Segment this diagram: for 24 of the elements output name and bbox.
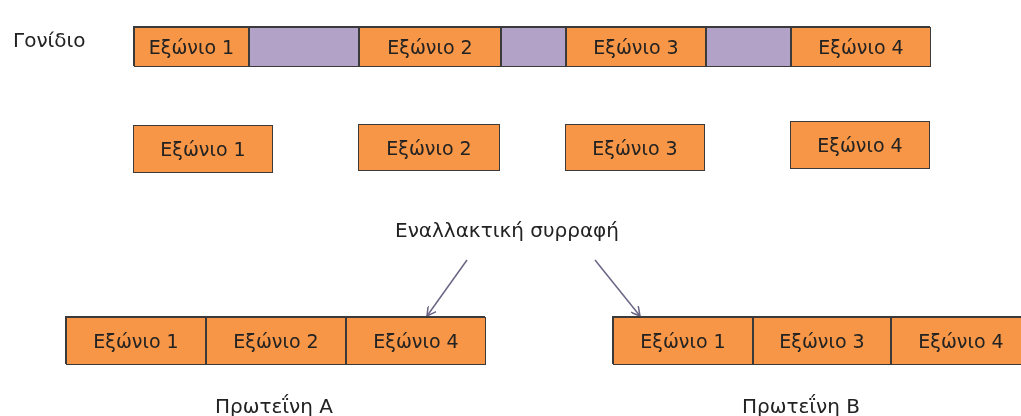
exon-box: Εξώνιο 1 xyxy=(133,125,273,173)
exon-box: Εξώνιο 4 xyxy=(791,27,931,67)
exon-box: Εξώνιο 2 xyxy=(359,27,501,67)
intron-box xyxy=(706,27,791,67)
protein-bar xyxy=(612,316,1021,364)
exon-box: Εξώνιο 2 xyxy=(358,124,500,171)
gene-label: Γονίδιο xyxy=(13,28,86,52)
exon-box: Εξώνιο 2 xyxy=(206,317,346,365)
exon-box: Εξώνιο 4 xyxy=(891,317,1021,365)
exon-box: Εξώνιο 3 xyxy=(753,317,891,365)
intron-box xyxy=(249,27,359,67)
exon-box: Εξώνιο 1 xyxy=(134,27,249,67)
protein-bar xyxy=(65,316,485,364)
exon-box: Εξώνιο 1 xyxy=(66,317,206,365)
gene-bar xyxy=(133,26,930,66)
exon-box: Εξώνιο 1 xyxy=(613,317,753,365)
exon-box: Εξώνιο 4 xyxy=(346,317,486,365)
arrow xyxy=(426,259,468,317)
process-label: Εναλλακτική συρραφή xyxy=(395,218,675,252)
intron-box xyxy=(501,27,566,67)
exon-box: Εξώνιο 4 xyxy=(790,121,930,169)
exon-box: Εξώνιο 3 xyxy=(565,124,705,171)
exon-box: Εξώνιο 3 xyxy=(566,27,706,67)
arrow xyxy=(594,259,641,317)
